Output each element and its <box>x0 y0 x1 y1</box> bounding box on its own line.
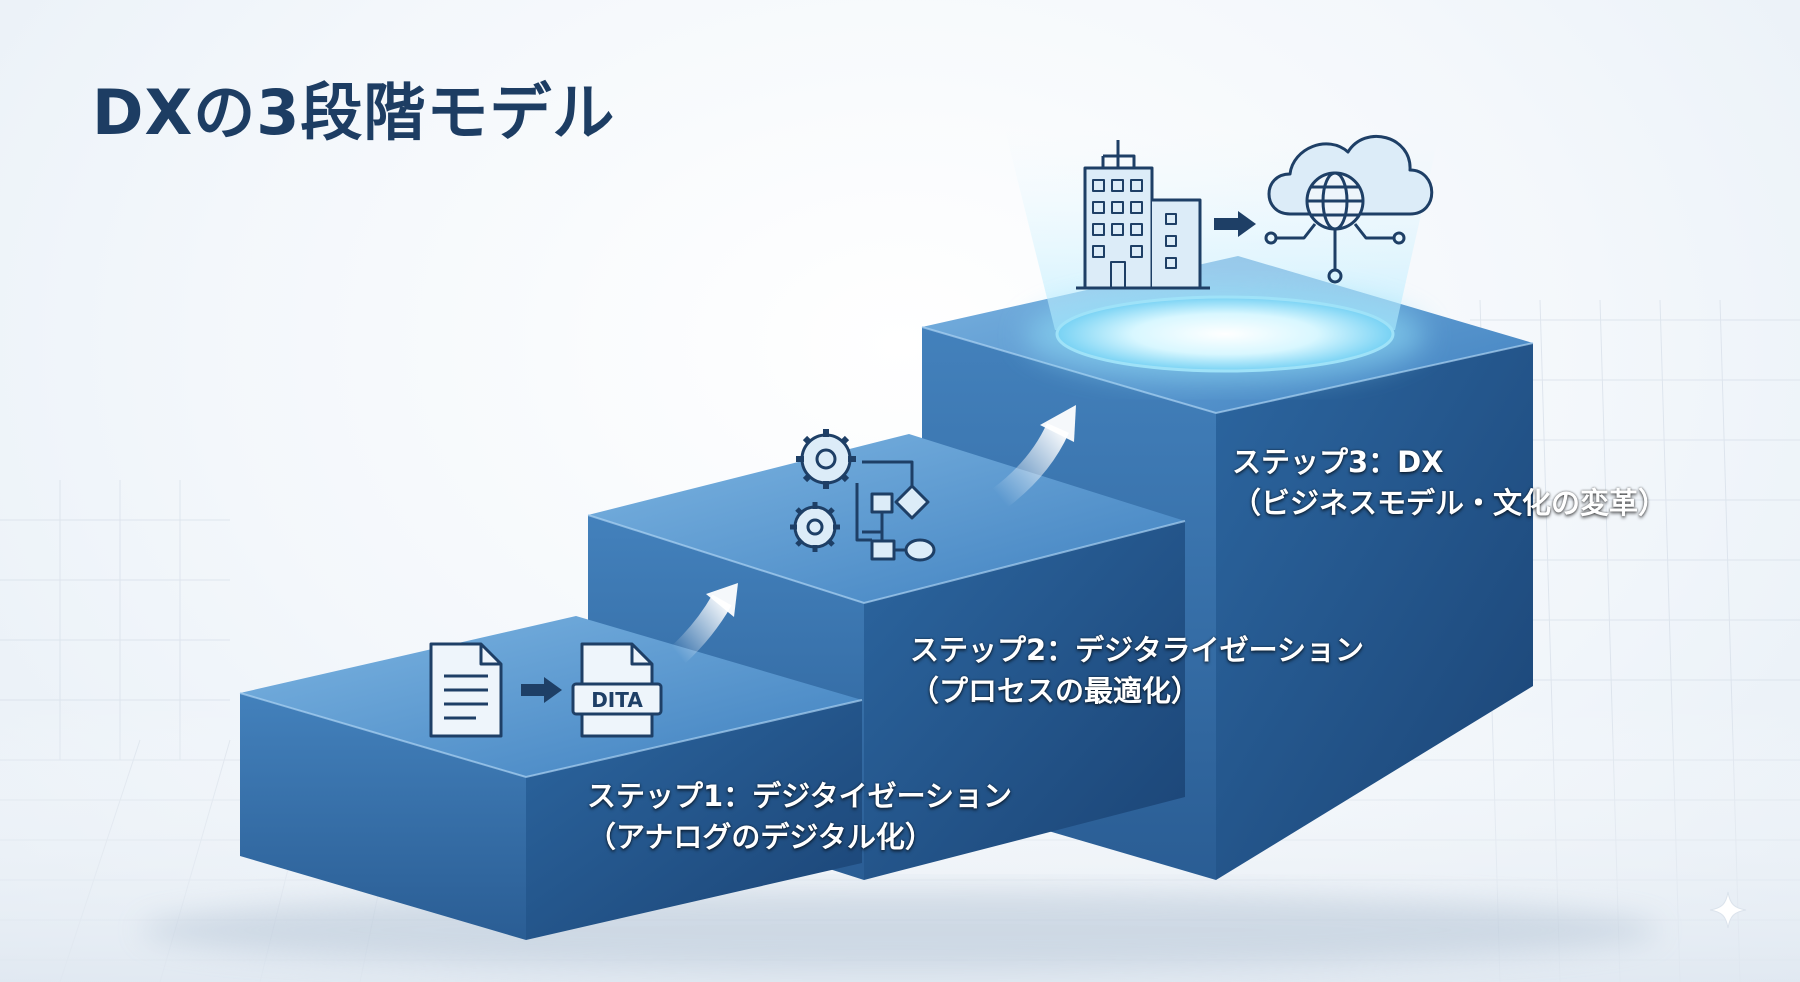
sparkle-icon <box>1709 891 1747 929</box>
dita-label: DITA <box>591 688 643 712</box>
cloud-globe-icon <box>1264 134 1434 284</box>
step-2-subtitle: （プロセスの最適化） <box>910 674 1201 708</box>
gear-icon <box>790 502 840 552</box>
step-2-side <box>864 521 1185 880</box>
page-title: DXの3段階モデル <box>92 76 616 149</box>
staircase-shadow <box>140 890 1660 970</box>
step-3-title: ステップ3：DX <box>1232 445 1444 479</box>
step-2-title: ステップ2：デジタライゼーション <box>910 633 1365 667</box>
step-1-label: ステップ1：デジタイゼーション （アナログのデジタル化） <box>587 776 1012 858</box>
step-3-side <box>1216 343 1533 880</box>
document-icon <box>429 642 503 738</box>
building-icon <box>1076 140 1210 290</box>
progress-arrow-2 <box>992 405 1076 508</box>
step-1-subtitle: （アナログのデジタル化） <box>587 820 934 854</box>
glow-disk <box>1055 295 1395 373</box>
step-2-label: ステップ2：デジタライゼーション （プロセスの最適化） <box>910 630 1364 712</box>
arrow-right-icon <box>1214 211 1256 237</box>
step-3-label: ステップ3：DX （ビジネスモデル・文化の変革） <box>1232 442 1667 524</box>
progress-arrow-1 <box>670 583 738 664</box>
step-1-title: ステップ1：デジタイゼーション <box>587 779 1013 813</box>
step-1-side <box>526 700 862 940</box>
step-1-front <box>240 693 526 940</box>
flowchart-icon <box>855 460 936 562</box>
gear-icon <box>796 429 856 489</box>
arrow-right-icon <box>521 677 562 703</box>
step-3-subtitle: （ビジネスモデル・文化の変革） <box>1232 486 1668 520</box>
dita-file-icon <box>571 642 663 738</box>
